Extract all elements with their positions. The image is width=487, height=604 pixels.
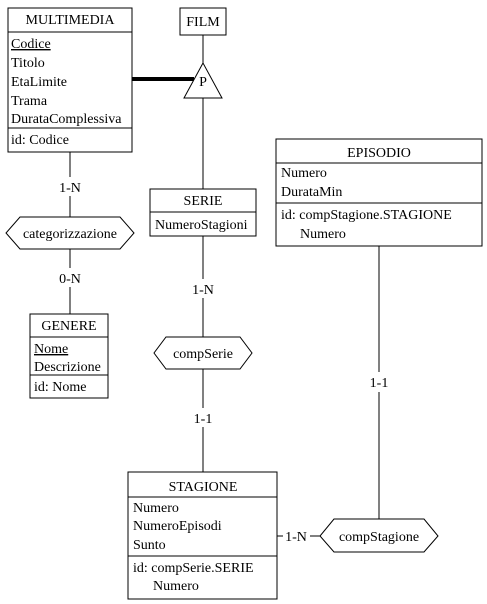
cardinality-episodio-compstagione: 1-1	[370, 376, 389, 391]
generalization-label: P	[199, 75, 207, 90]
attribute-descrizione: Descrizione	[34, 360, 101, 375]
cardinality-serie-compserie: 1-N	[192, 283, 214, 298]
entity-serie: SERIE NumeroStagioni	[149, 188, 257, 237]
relationship-categorizzazione: categorizzazione	[5, 216, 135, 250]
attribute-numeroepisodi: NumeroEpisodi	[133, 519, 222, 534]
entity-film-box	[179, 7, 227, 36]
generalization-triangle: P	[183, 61, 223, 99]
entity-genere-name: GENERE	[41, 319, 96, 334]
entity-episodio: EPISODIO Numero DurataMin id: compStagio…	[275, 138, 483, 247]
identifier-genere: id: Nome	[34, 380, 87, 395]
relationship-categorizzazione-label: categorizzazione	[23, 227, 117, 242]
cardinality-labels: 1-N 0-N 1-N 1-1 1-1 1-N	[59, 181, 388, 545]
cardinality-genere-categorizzazione: 0-N	[59, 272, 81, 287]
relationship-compstagione-label: compStagione	[339, 530, 419, 545]
attribute-trama: Trama	[11, 94, 48, 109]
attribute-numero: Numero	[281, 166, 327, 181]
entity-stagione-box	[127, 471, 278, 600]
attribute-codice: Codice	[11, 37, 51, 52]
attribute-etalimite: EtaLimite	[11, 75, 67, 90]
entity-genere: GENERE Nome Descrizione id: Nome	[29, 313, 109, 399]
entity-film-name: FILM	[186, 15, 220, 30]
attribute-duratamin: DurataMin	[281, 185, 342, 200]
entity-multimedia: MULTIMEDIA Codice Titolo EtaLimite Trama…	[7, 7, 133, 153]
identifier-episodio: id: compStagione.STAGIONE	[281, 208, 452, 223]
identifier-episodio-numero: Numero	[300, 227, 346, 242]
entity-serie-name: SERIE	[184, 194, 223, 209]
relationship-compstagione: compStagione	[319, 518, 439, 553]
cardinality-stagione-compstagione: 1-N	[285, 530, 307, 545]
connector-lines	[69, 35, 380, 537]
attribute-sunto: Sunto	[133, 538, 166, 553]
cardinality-multimedia-categorizzazione: 1-N	[59, 181, 81, 196]
attribute-titolo: Titolo	[11, 56, 45, 71]
identifier-stagione: id: compSerie.SERIE	[133, 561, 254, 576]
relationship-compserie-label: compSerie	[173, 347, 233, 362]
entity-stagione: STAGIONE Numero NumeroEpisodi Sunto id: …	[127, 471, 278, 600]
entity-stagione-name: STAGIONE	[169, 480, 238, 495]
attribute-nome: Nome	[34, 342, 68, 357]
identifier-stagione-numero: Numero	[153, 579, 199, 594]
entity-episodio-box	[275, 138, 483, 247]
cardinality-stagione-compserie: 1-1	[194, 412, 213, 427]
entity-genere-box	[29, 313, 109, 399]
attribute-duratacomplessiva: DurataComplessiva	[11, 112, 122, 127]
relationship-compserie: compSerie	[153, 336, 253, 370]
attribute-numerostagioni: NumeroStagioni	[155, 218, 248, 233]
entity-film: FILM	[179, 7, 227, 36]
attribute-numero: Numero	[133, 501, 179, 516]
entity-multimedia-name: MULTIMEDIA	[26, 13, 116, 28]
entity-episodio-name: EPISODIO	[347, 146, 411, 161]
identifier-multimedia: id: Codice	[11, 133, 69, 148]
